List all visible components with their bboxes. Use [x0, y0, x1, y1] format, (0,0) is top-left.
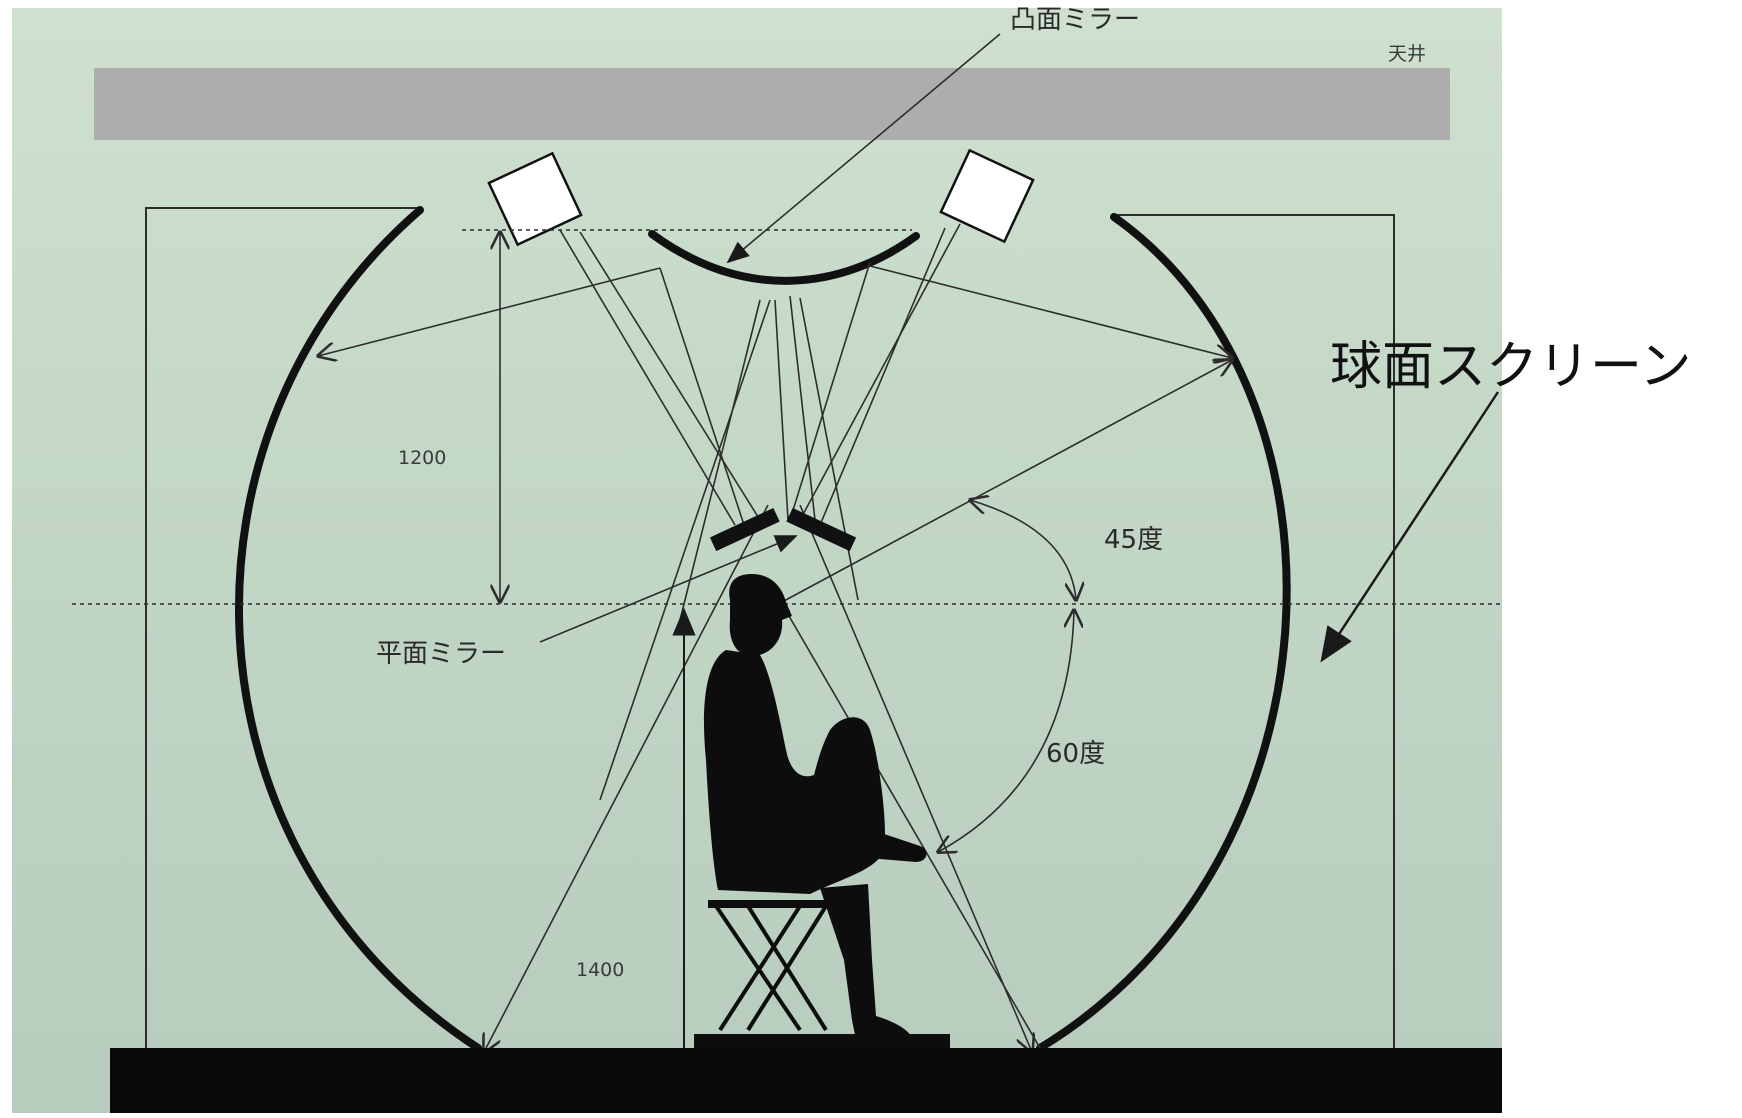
convex-mirror: [648, 230, 920, 285]
seated-viewer-silhouette: [704, 574, 927, 1040]
convex-mirror-leader: [726, 33, 1001, 264]
flat-mirror-left: [709, 507, 780, 552]
screen-right-half: [1036, 213, 1291, 1052]
angle-60-label: 60度: [1046, 739, 1105, 769]
ceiling-label: 天井: [1388, 43, 1426, 65]
ceiling-bar: [94, 68, 1450, 140]
right-frame-line: [1114, 214, 1395, 1052]
dimension-1400-label: 1400: [576, 959, 624, 981]
folding-stool: [708, 900, 836, 1032]
diagram-background: [12, 8, 1502, 1113]
stool-platform: [694, 1034, 950, 1052]
spherical-screen-label: 球面スクリーン: [1330, 337, 1691, 397]
projector-left: [487, 151, 583, 247]
convex-mirror-label: 凸面ミラー: [1010, 5, 1140, 35]
projector-right: [939, 148, 1035, 244]
screen-left-half: [234, 206, 482, 1052]
left-frame-line: [145, 207, 420, 1052]
angle-45-label: 45度: [1104, 525, 1163, 555]
flat-mirror-leader: [539, 535, 798, 643]
spherical-screen-leader: [1320, 391, 1500, 663]
flat-mirror-right: [786, 507, 857, 552]
floor-slab: [110, 1048, 1502, 1113]
angle-45-arc: [970, 500, 1076, 600]
flat-mirror-label: 平面ミラー: [376, 639, 506, 669]
angle-60-arc: [938, 610, 1074, 852]
dimension-1200-label: 1200: [398, 447, 446, 469]
